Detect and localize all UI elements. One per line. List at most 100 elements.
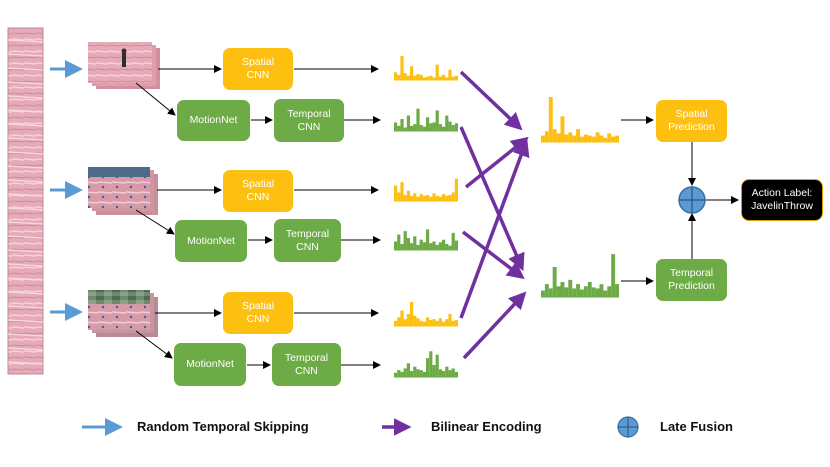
stream-3-spatial-histogram-bar <box>410 302 414 326</box>
stream-1-temporal-histogram-bar <box>438 124 442 131</box>
stream-3-spatial-histogram-bar <box>419 320 423 326</box>
stream-1-spatial-histogram-bar <box>419 74 423 80</box>
stream-1-spatial-histogram-bar <box>413 75 417 80</box>
aggregated-spatial-histogram-bar <box>560 116 565 142</box>
histograms <box>394 56 619 378</box>
aggregated-spatial-histogram-bar <box>548 97 553 142</box>
aggregated-spatial-histogram-bar <box>607 133 612 142</box>
stream-3-spatial-histogram-bar <box>442 321 446 326</box>
aggregated-temporal-histogram-bar <box>548 288 553 297</box>
stream-2-temporal-histogram-bar <box>403 231 407 250</box>
strip-line <box>7 193 44 197</box>
aggregated-temporal-histogram-bar <box>599 284 604 297</box>
aggregated-temporal-histogram-bar <box>560 282 565 297</box>
stream-2-temporal-histogram-bar <box>422 242 426 250</box>
strip-line <box>7 137 44 141</box>
aggregated-spatial-histogram-bar <box>587 135 592 142</box>
aggregated-temporal-histogram-bar <box>591 287 596 297</box>
stream-3-spatial-histogram-bar <box>416 318 420 326</box>
aggregated-spatial-histogram-bar <box>595 132 600 142</box>
stream-2-spatial-histogram-bar <box>438 196 442 201</box>
aggregated-temporal-histogram <box>541 254 619 298</box>
late-fusion-node <box>678 186 706 214</box>
aggregated-temporal-histogram-bar <box>583 286 588 297</box>
stream-1-spatial-histogram-bar <box>426 76 430 80</box>
stream-1-temporal-histogram-bar <box>442 126 446 131</box>
stream-3-temporal-histogram-bar <box>416 369 420 377</box>
stream-3-temporal-histogram-bar <box>445 366 449 377</box>
stream-2-spatial-histogram-bar <box>432 193 436 201</box>
stream-3-temporal-histogram-bar <box>448 370 452 377</box>
aggregated-spatial-histogram-bar <box>615 135 619 142</box>
stream-1-spatial-histogram-bar <box>429 75 433 80</box>
aggregated-temporal-histogram-bar <box>580 289 584 297</box>
stream-2-spatial-histogram-bar <box>426 195 430 201</box>
stream-3-spatial-histogram-bar <box>406 314 410 326</box>
aggregated-spatial-histogram-bar <box>603 137 608 142</box>
stream-3-temporal-histogram-bar <box>438 369 442 377</box>
stream-3-spatial-histogram-bar <box>438 318 442 326</box>
aggregated-spatial-histogram-bar <box>611 136 616 142</box>
strip-line <box>7 123 44 127</box>
aggregated-temporal-histogram-bar <box>607 286 612 297</box>
stream-3-spatial-histogram-bar <box>451 320 455 326</box>
strip-line <box>7 235 44 239</box>
strip-line <box>7 333 44 337</box>
stream-3-spatial-histogram-bar <box>435 320 439 326</box>
strip-line <box>7 53 44 57</box>
stream-3-spatial-histogram-bar <box>413 315 417 326</box>
strip-line <box>7 179 44 183</box>
strip-line <box>7 249 44 253</box>
stream-1-spatial-histogram-bar <box>416 74 420 80</box>
stream-2-temporal-histogram <box>394 229 458 251</box>
stream-3-temporal-histogram-bar <box>413 366 417 377</box>
stream-2-spatial-histogram-bar <box>454 178 458 201</box>
stream-3-temporal-histogram-bar <box>435 354 439 377</box>
stream-1-spatial-histogram <box>394 56 458 81</box>
stream-3-temporal-histogram-bar <box>429 351 433 377</box>
stream-2-temporal-histogram-bar <box>454 240 458 250</box>
stream-3-spatial-histogram-bar <box>454 320 458 326</box>
stream-1-spatial-histogram-bar <box>438 76 442 80</box>
stream-1-temporal-histogram <box>394 108 458 132</box>
frame-stack-3 <box>88 290 158 337</box>
stream-2-spatial-histogram-bar <box>397 192 401 201</box>
aggregated-spatial-histogram-bar <box>552 129 557 142</box>
stream-3-spatial-histogram-bar <box>429 320 433 326</box>
bilinear-arrows <box>459 70 530 360</box>
motion-net-2: MotionNet <box>175 220 247 262</box>
aggregated-temporal-histogram-bar <box>572 288 577 297</box>
stream-1-temporal-histogram-bar <box>419 125 423 131</box>
aggregated-spatial-histogram-bar <box>556 133 561 142</box>
stream-2-spatial-histogram-bar <box>410 195 414 201</box>
aggregated-spatial-histogram-bar <box>591 136 596 142</box>
legend-fusion-label: Late Fusion <box>660 419 733 434</box>
stream-2-spatial-histogram-bar <box>442 194 446 201</box>
stream-1-spatial-histogram-bar <box>410 66 414 80</box>
frame-stack-2 <box>88 167 158 215</box>
strip-line <box>7 347 44 351</box>
legend-bilinear-label: Bilinear Encoding <box>431 419 542 434</box>
stream-3-temporal-histogram-bar <box>426 358 430 377</box>
connector-arrows <box>135 65 739 369</box>
strip-line <box>7 319 44 323</box>
strip-line <box>7 361 44 365</box>
stream-2-spatial-histogram-bar <box>406 190 410 201</box>
aggregated-temporal-histogram-bar <box>544 284 549 297</box>
stream-1-spatial-histogram-bar <box>435 64 439 80</box>
stream-1-temporal-histogram-bar <box>445 115 449 131</box>
strip-line <box>7 207 44 211</box>
stream-1-temporal-histogram-bar <box>400 119 404 131</box>
stream-1-temporal-histogram-bar <box>413 124 417 131</box>
stream-3-spatial-histogram-bar <box>397 317 401 326</box>
aggregated-temporal-histogram-bar <box>576 284 580 297</box>
video-frame-strip <box>7 27 44 375</box>
stream-3-temporal-histogram-bar <box>419 370 423 377</box>
